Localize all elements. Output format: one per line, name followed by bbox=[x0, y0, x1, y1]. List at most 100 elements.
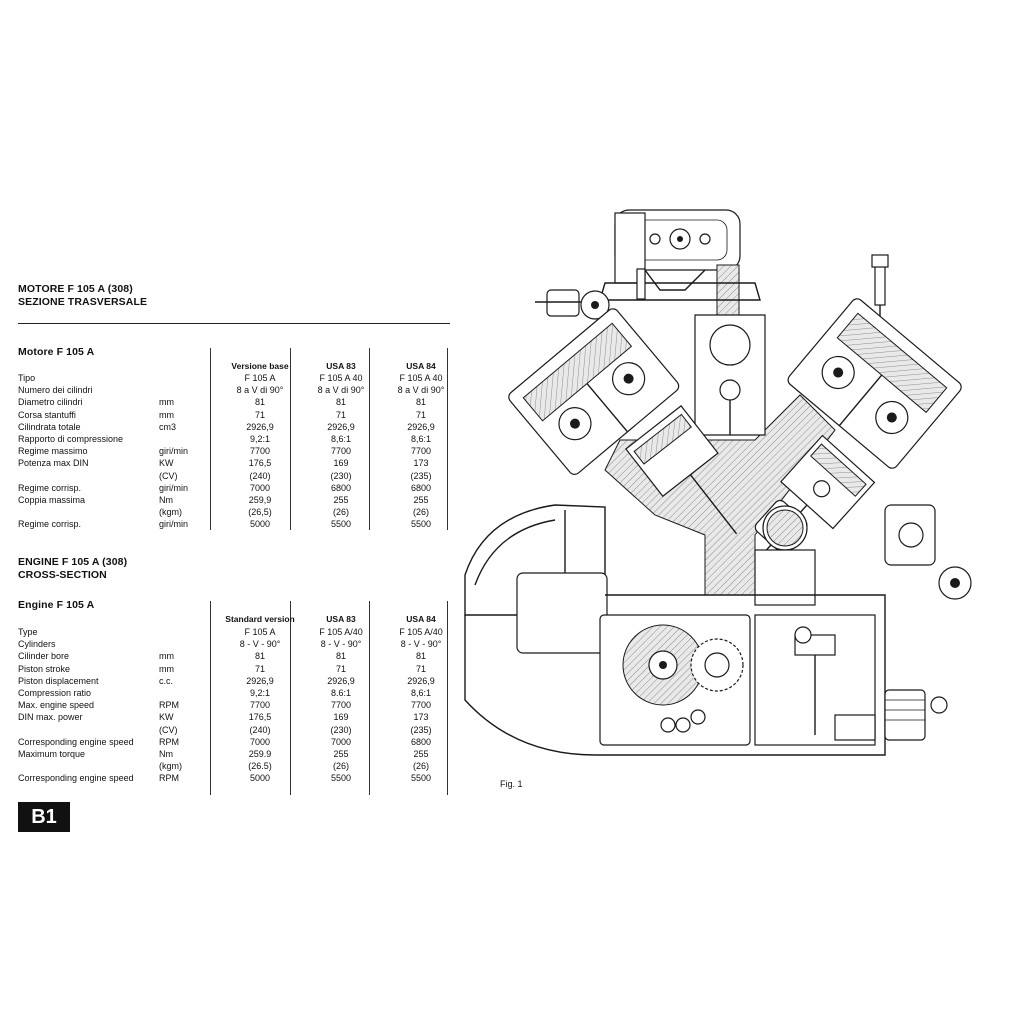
row-label: Max. engine speed bbox=[18, 700, 95, 711]
left-piston bbox=[625, 405, 738, 535]
row-value: 8,6:1 bbox=[410, 434, 432, 444]
row-unit: giri/min bbox=[159, 482, 189, 493]
row-unit: RPM bbox=[159, 700, 179, 711]
row-value: 255 bbox=[413, 749, 429, 759]
heading-divider bbox=[18, 323, 450, 324]
row-value: 2926,9 bbox=[246, 675, 274, 686]
row-value: 169 bbox=[333, 712, 349, 723]
column-divider bbox=[290, 601, 291, 795]
intake-plenum bbox=[599, 209, 761, 326]
table-row: (CV)(240)(230)(235) bbox=[18, 470, 448, 482]
row-value: 176,5 bbox=[248, 712, 272, 723]
row-value: 7000 bbox=[249, 736, 271, 747]
row-value: F 105 A bbox=[244, 627, 276, 637]
row-value: 71 bbox=[254, 663, 265, 674]
row-label: Coppia massima bbox=[18, 495, 86, 505]
row-unit: Nm bbox=[159, 495, 173, 505]
row-unit: KW bbox=[159, 458, 174, 469]
column-header: Standard version bbox=[225, 614, 295, 624]
row-value: 81 bbox=[254, 397, 265, 408]
row-value: 9,2:1 bbox=[249, 434, 271, 444]
left-cylinder-head bbox=[508, 308, 680, 475]
row-unit: giri/min bbox=[159, 446, 189, 457]
table-header-row: Standard version USA 83 USA 84 bbox=[18, 613, 448, 625]
row-label: Cilinder bore bbox=[18, 651, 70, 662]
row-value: (230) bbox=[330, 724, 352, 735]
row-unit: c.c. bbox=[159, 675, 174, 686]
row-value: 8 - V - 90° bbox=[239, 639, 281, 650]
column-divider bbox=[447, 348, 448, 530]
oil-sump bbox=[464, 594, 886, 756]
english-heading-line2: CROSS-SECTION bbox=[18, 569, 107, 581]
row-value: 7700 bbox=[410, 446, 432, 457]
oil-filter bbox=[884, 689, 948, 741]
row-value: 2926,9 bbox=[327, 675, 355, 686]
row-value: 7700 bbox=[249, 446, 271, 457]
row-value: 71 bbox=[335, 409, 346, 420]
row-value: F 105 A bbox=[244, 373, 276, 383]
row-value: 255 bbox=[413, 495, 429, 505]
row-label: Piston displacement bbox=[18, 675, 99, 686]
alternator bbox=[884, 504, 972, 600]
row-label: Cylinders bbox=[18, 639, 56, 650]
table-row: (kgm)(26,5)(26)(26) bbox=[18, 506, 448, 518]
italian-subheading: Motore F 105 A bbox=[18, 346, 95, 358]
row-value: 71 bbox=[254, 409, 265, 420]
row-value: 81 bbox=[335, 397, 346, 408]
row-unit: giri/min bbox=[159, 519, 189, 530]
row-label: Cilindrata totale bbox=[18, 421, 81, 432]
row-value: 7700 bbox=[249, 700, 271, 711]
row-label: Numero dei cilindri bbox=[18, 385, 93, 396]
row-value: (235) bbox=[410, 724, 432, 735]
column-divider bbox=[210, 348, 211, 530]
row-value: 255 bbox=[333, 495, 349, 505]
row-value: F 105 A 40 bbox=[319, 373, 363, 383]
row-unit: (CV) bbox=[159, 724, 178, 735]
row-value: 5500 bbox=[330, 773, 352, 784]
row-value: 8 a V di 90° bbox=[236, 385, 284, 396]
row-value: 81 bbox=[415, 397, 426, 408]
italian-heading-line1: MOTORE F 105 A (308) bbox=[18, 283, 133, 295]
row-value: (230) bbox=[330, 470, 352, 481]
row-label: Corresponding engine speed bbox=[18, 736, 134, 747]
column-divider bbox=[369, 348, 370, 530]
row-value: 2926,9 bbox=[246, 421, 274, 432]
row-value: F 105 A/40 bbox=[399, 627, 443, 637]
row-value: 81 bbox=[415, 651, 426, 662]
row-label: Tipo bbox=[18, 373, 36, 383]
row-value: 2926,9 bbox=[407, 421, 435, 432]
column-header: USA 83 bbox=[326, 614, 356, 624]
row-value: 81 bbox=[254, 651, 265, 662]
spark-plugs bbox=[636, 254, 889, 330]
column-header: Versione base bbox=[231, 361, 289, 371]
row-value: 81 bbox=[335, 651, 346, 662]
row-label: Type bbox=[18, 627, 38, 637]
row-value: 8.6:1 bbox=[330, 688, 352, 698]
row-value: 6800 bbox=[410, 482, 432, 493]
engine-cross-section-drawing bbox=[464, 209, 972, 756]
row-label: Compression ratio bbox=[18, 688, 92, 698]
column-divider bbox=[210, 601, 211, 795]
row-label: Corresponding engine speed bbox=[18, 773, 134, 784]
row-value: 259.9 bbox=[248, 749, 272, 759]
english-subheading: Engine F 105 A bbox=[18, 599, 95, 611]
row-label: Maximum torque bbox=[18, 749, 86, 759]
row-value: 7700 bbox=[410, 700, 432, 711]
row-value: 8 a V di 90° bbox=[397, 385, 445, 396]
row-unit: (kgm) bbox=[159, 507, 182, 518]
row-value: (26) bbox=[332, 507, 349, 518]
